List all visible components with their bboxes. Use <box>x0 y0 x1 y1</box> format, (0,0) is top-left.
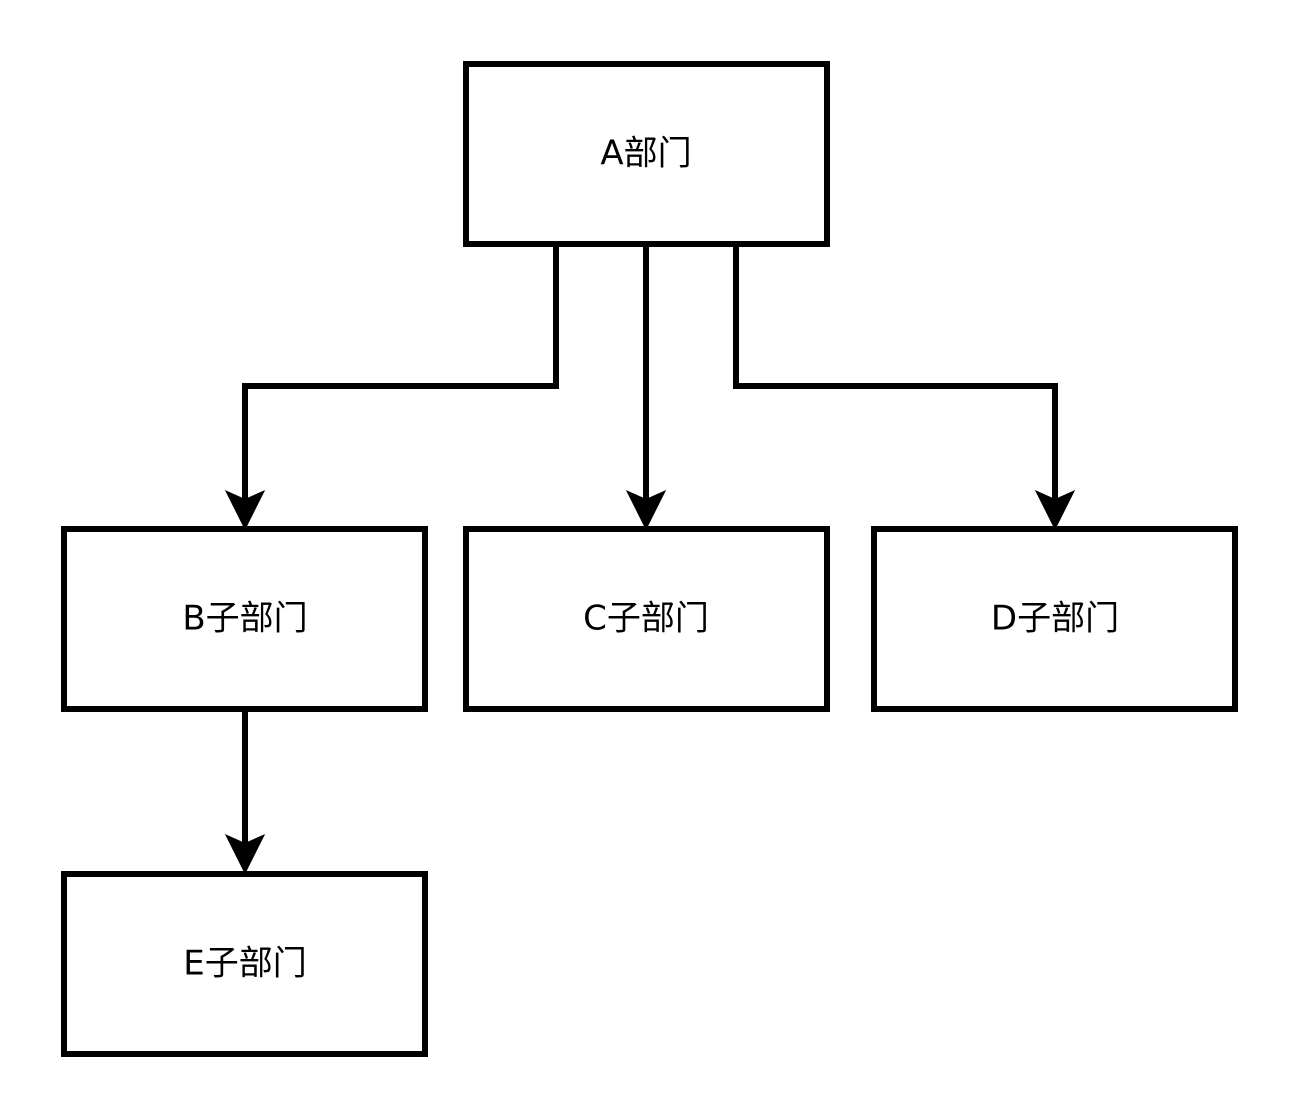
node-a-label: A部门 <box>600 134 691 174</box>
edge-a-to-b <box>242 244 559 508</box>
node-c-label: C子部门 <box>583 599 709 639</box>
node-d[interactable]: D子部门 <box>871 526 1238 712</box>
node-a-box <box>463 61 830 247</box>
node-c[interactable]: C子部门 <box>463 526 830 712</box>
node-d-label: D子部门 <box>991 599 1119 639</box>
node-b-label: B子部门 <box>182 599 307 639</box>
node-d-box <box>871 526 1238 712</box>
node-b[interactable]: B子部门 <box>61 526 428 712</box>
node-b-box <box>61 526 428 712</box>
node-e[interactable]: E子部门 <box>61 871 428 1057</box>
node-a[interactable]: A部门 <box>463 61 830 247</box>
edge-a-to-b-arrowhead <box>224 489 266 531</box>
edge-a-to-d-arrowhead <box>1034 489 1076 531</box>
node-e-label: E子部门 <box>183 944 306 984</box>
node-e-box <box>61 871 428 1057</box>
edge-b-to-e-arrowhead <box>224 833 266 875</box>
edge-a-to-d <box>733 244 1058 508</box>
edges-group <box>224 244 1076 875</box>
edge-a-to-c-arrowhead <box>625 489 667 531</box>
node-c-box <box>463 526 830 712</box>
